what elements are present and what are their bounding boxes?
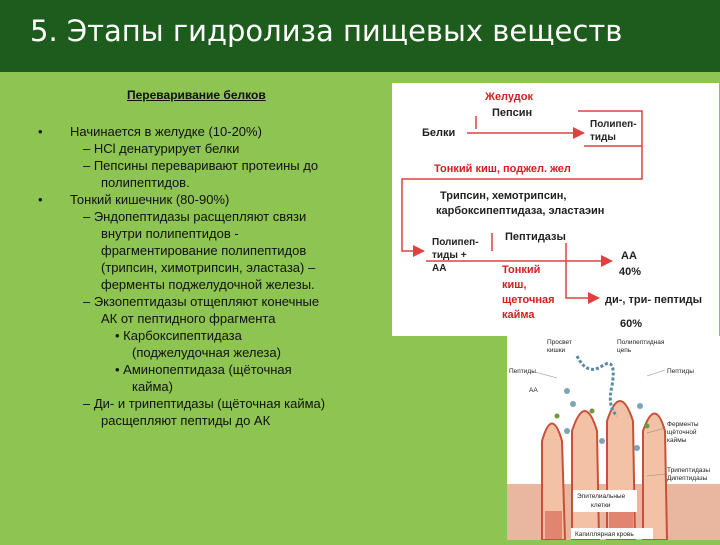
list-item: ферменты поджелудочной железы.	[101, 277, 315, 292]
micrograph-svg: Просвет кишки Полипептидная цепь Пептиды…	[507, 339, 720, 541]
polypeptides-top-label-2: тиды	[590, 132, 616, 143]
peptides-left-label: Пептиды	[509, 368, 536, 375]
intestine-micrograph: Просвет кишки Полипептидная цепь Пептиды…	[507, 336, 720, 541]
list-item: – Ди- и трипептидазы (щёточная кайма)	[83, 396, 326, 411]
list-item: фрагментирование полипептидов	[101, 243, 307, 258]
list-item: расщепляют пептиды до АК	[101, 413, 271, 428]
to-small-intestine-arrow	[401, 146, 643, 257]
list-item: • Аминопептидаза (щёточная	[115, 362, 292, 377]
lumen-label: Просвет	[547, 339, 572, 346]
subheading: Переваривание белков	[127, 88, 266, 102]
small-intestine-pancreas-label: Тонкий киш, поджел. жел	[434, 163, 571, 175]
list-item: (поджелудочная железа)	[132, 345, 281, 360]
brush-border-label-3: щеточная	[502, 294, 555, 306]
brush-border-label-2: киш,	[502, 279, 527, 291]
protein-digestion-scheme: Желудок Пепсин Белки Полипеп- тиды Тонки…	[392, 83, 719, 336]
polypeptides-low-label: Полипеп-	[432, 237, 479, 248]
brush-enzymes-label-3: каймы	[667, 436, 687, 444]
aa-left-label: АА	[529, 387, 538, 394]
lumen-label-2: кишки	[547, 347, 566, 354]
polypeptides-low-label-3: АА	[432, 263, 446, 274]
brush-enzymes-label: Ферменты	[667, 421, 699, 428]
proteins-label: Белки	[422, 127, 455, 139]
polypeptide-chain-label-2: цепь	[617, 347, 632, 354]
list-item: • Карбоксипептидаза	[115, 328, 242, 343]
slide-title: 5. Этапы гидролиза пищевых веществ	[30, 14, 623, 48]
enzymes-label-2: карбоксипептидаза, эластаэин	[436, 205, 604, 217]
villus	[642, 412, 669, 541]
list-item: – Пепсины переваривают протеины до	[83, 158, 319, 173]
capillary-label-box	[571, 528, 653, 539]
list-item: – Экзопептидазы отщепляют конечные	[83, 294, 320, 309]
capillary-blood-label: Капиллярная кровь	[575, 531, 634, 538]
enzymes-label: Трипсин, хемотрипсин,	[440, 190, 566, 202]
peptides-right-label: Пептиды	[667, 368, 694, 375]
dipeptidases-label: Дипептидазы	[667, 475, 708, 482]
list-item: кайма)	[132, 379, 173, 394]
to-dipeptides-arrow	[565, 243, 600, 304]
list-item: Начинается в желудке (10-20%)	[70, 124, 262, 139]
polypeptides-low-label-2: тиды +	[432, 250, 467, 261]
list-item: АК от пептидного фрагмента	[101, 311, 276, 326]
scheme-svg: Желудок Пепсин Белки Полипеп- тиды Тонки…	[401, 91, 702, 330]
epithelium-label-2: клетки	[591, 502, 611, 509]
villus	[541, 422, 567, 541]
list-item: Тонкий кишечник (80-90%)	[70, 192, 230, 207]
polypeptide-chain	[575, 355, 619, 418]
brush-enzymes-label-2: щёточной	[667, 428, 697, 436]
list-item: внутри полипептидов -	[101, 226, 239, 241]
aa-percent: 40%	[619, 266, 641, 278]
list-item: – HCl денатурирует белки	[83, 141, 240, 156]
list-item: (трипсин, химотрипсин, эластаза) –	[101, 260, 316, 275]
bullet-glyph: •	[38, 124, 43, 139]
percent-60: 60%	[620, 318, 642, 330]
villus	[571, 410, 601, 541]
di-tri-peptides-label: ди-, три- пептиды	[605, 294, 702, 306]
tripeptidases-label: Трипептидазы	[667, 467, 710, 474]
bullet-glyph: •	[38, 192, 43, 207]
epithelium-label: Эпителиальные	[577, 493, 626, 500]
polypeptides-top-label: Полипеп-	[590, 119, 637, 130]
polypeptides-bracket	[578, 110, 643, 147]
list-item: – Эндопептидазы расщепляют связи	[83, 209, 307, 224]
peptidases-label: Пептидазы	[505, 231, 566, 243]
brush-border-label-4: кайма	[502, 309, 535, 321]
polypeptide-chain-label: Полипептидная	[617, 339, 665, 346]
epithelium-label-box	[573, 490, 637, 512]
list-item: полипептидов.	[101, 175, 190, 190]
title-bar: 5. Этапы гидролиза пищевых веществ	[0, 0, 720, 72]
stomach-label: Желудок	[484, 91, 533, 103]
aa-label: АА	[621, 250, 637, 262]
brush-border-label: Тонкий	[502, 264, 540, 276]
pepsin-label: Пепсин	[492, 107, 532, 119]
capillary	[545, 511, 562, 540]
